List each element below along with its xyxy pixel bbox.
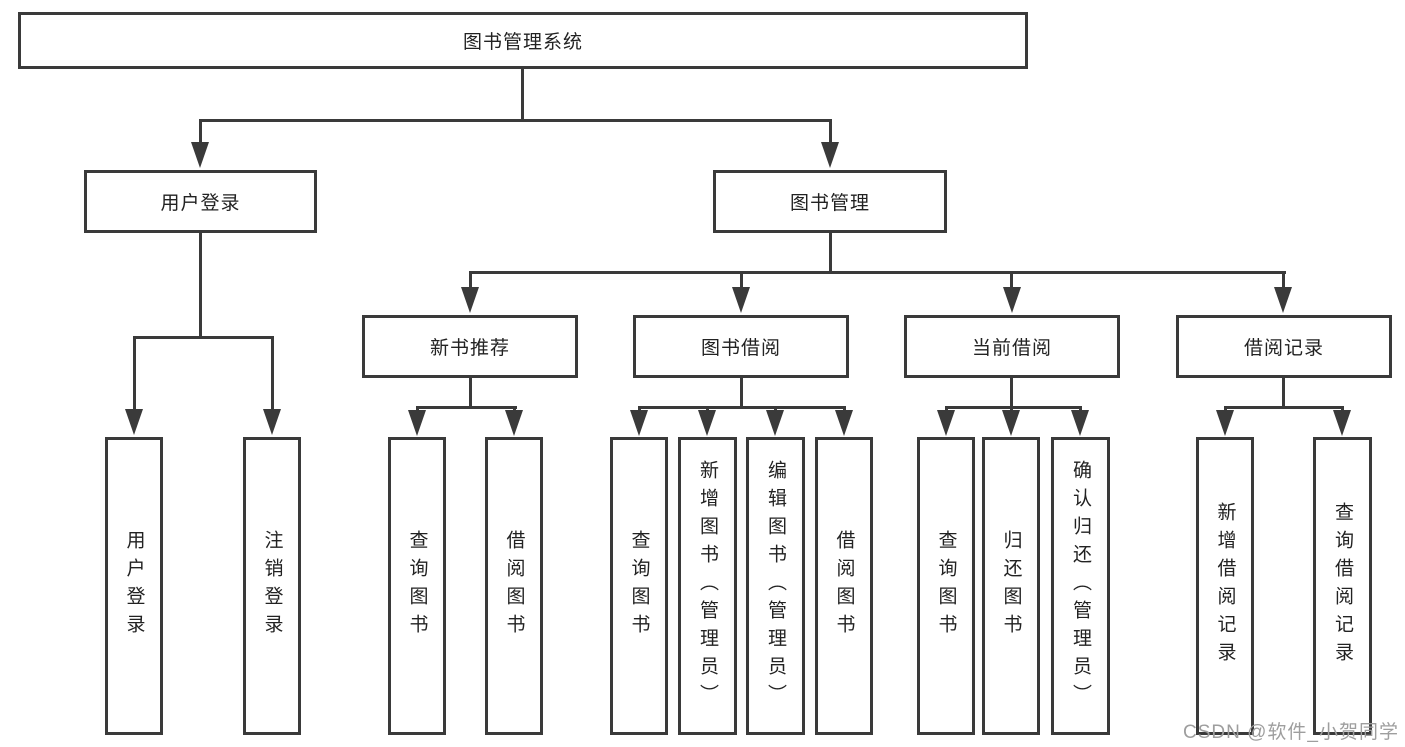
leaf-borrow-books-2: 借阅图书 (815, 437, 873, 735)
node-label: 图书借阅 (700, 338, 781, 359)
node-label: 借阅图书 (833, 530, 855, 642)
arrowhead-down-icon (698, 410, 716, 436)
node-label: 确认归还（管理员） (1070, 460, 1091, 712)
connector-line (133, 339, 136, 409)
arrowhead-down-icon (408, 410, 426, 436)
connector-line (469, 378, 472, 407)
node-book-management: 图书管理 (713, 170, 947, 233)
connector-line (1282, 274, 1285, 288)
node-label: 查询图书 (628, 530, 650, 642)
node-label: 查询借阅记录 (1332, 502, 1353, 670)
arrowhead-down-icon (1333, 410, 1351, 436)
connector-line (199, 119, 832, 122)
connector-line (199, 122, 202, 142)
arrowhead-down-icon (1216, 410, 1234, 436)
node-label: 用户登录 (160, 193, 241, 214)
connector-line (829, 122, 832, 142)
connector-line (521, 69, 524, 119)
connector-line (740, 274, 743, 288)
node-label: 查询图书 (406, 530, 428, 642)
connector-line (469, 271, 1286, 274)
watermark: CSDN @软件_小贺同学 (1183, 722, 1399, 743)
connector-line (1282, 378, 1285, 407)
arrowhead-down-icon (461, 287, 479, 313)
node-book-borrowing: 图书借阅 (633, 315, 849, 378)
node-current-borrowing: 当前借阅 (904, 315, 1120, 378)
connector-line (271, 339, 274, 409)
leaf-add-borrow-record: 新增借阅记录 (1196, 437, 1254, 735)
arrowhead-down-icon (630, 410, 648, 436)
node-label: 用户登录 (123, 530, 145, 642)
arrowhead-down-icon (125, 409, 143, 435)
arrowhead-down-icon (835, 410, 853, 436)
leaf-query-books-3: 查询图书 (917, 437, 975, 735)
node-label: 图书管理 (789, 193, 870, 214)
node-label: 注销登录 (261, 530, 283, 642)
arrowhead-down-icon (821, 142, 839, 168)
connector-line (1010, 274, 1013, 288)
connector-line (1224, 406, 1344, 409)
connector-line (469, 274, 472, 288)
node-borrowing-records: 借阅记录 (1176, 315, 1392, 378)
node-label: 借阅图书 (503, 530, 525, 642)
node-label: 当前借阅 (971, 338, 1052, 359)
arrowhead-down-icon (1003, 287, 1021, 313)
connector-line (740, 378, 743, 407)
node-user-login: 用户登录 (84, 170, 317, 233)
leaf-return-book: 归还图书 (982, 437, 1040, 735)
node-label: 新增图书（管理员） (697, 460, 718, 712)
leaf-edit-book-admin: 编辑图书（管理员） (746, 437, 805, 735)
arrowhead-down-icon (1071, 410, 1089, 436)
leaf-borrow-books-1: 借阅图书 (485, 437, 543, 735)
node-label: 编辑图书（管理员） (765, 460, 786, 712)
connector-line (416, 406, 517, 409)
leaf-user-login: 用户登录 (105, 437, 163, 735)
connector-line (133, 336, 274, 339)
node-label: 借阅记录 (1243, 338, 1324, 359)
node-label: 图书管理系统 (462, 32, 583, 53)
arrowhead-down-icon (191, 142, 209, 168)
leaf-logout: 注销登录 (243, 437, 301, 735)
leaf-confirm-return-admin: 确认归还（管理员） (1051, 437, 1110, 735)
node-new-book-recommend: 新书推荐 (362, 315, 578, 378)
arrowhead-down-icon (732, 287, 750, 313)
node-library-system: 图书管理系统 (18, 12, 1028, 69)
connector-line (945, 406, 1082, 409)
leaf-query-books-2: 查询图书 (610, 437, 668, 735)
leaf-query-books-1: 查询图书 (388, 437, 446, 735)
arrowhead-down-icon (1274, 287, 1292, 313)
node-label: 新书推荐 (429, 338, 510, 359)
connector-line (829, 233, 832, 273)
arrowhead-down-icon (766, 410, 784, 436)
node-label: 新增借阅记录 (1214, 502, 1236, 670)
connector-line (1010, 378, 1013, 407)
node-label: 查询图书 (935, 530, 957, 642)
node-label: 归还图书 (1000, 530, 1022, 642)
arrowhead-down-icon (1002, 410, 1020, 436)
arrowhead-down-icon (263, 409, 281, 435)
leaf-add-book-admin: 新增图书（管理员） (678, 437, 737, 735)
connector-line (199, 233, 202, 338)
arrowhead-down-icon (505, 410, 523, 436)
arrowhead-down-icon (937, 410, 955, 436)
leaf-query-borrow-record: 查询借阅记录 (1313, 437, 1372, 735)
connector-line (638, 406, 846, 409)
